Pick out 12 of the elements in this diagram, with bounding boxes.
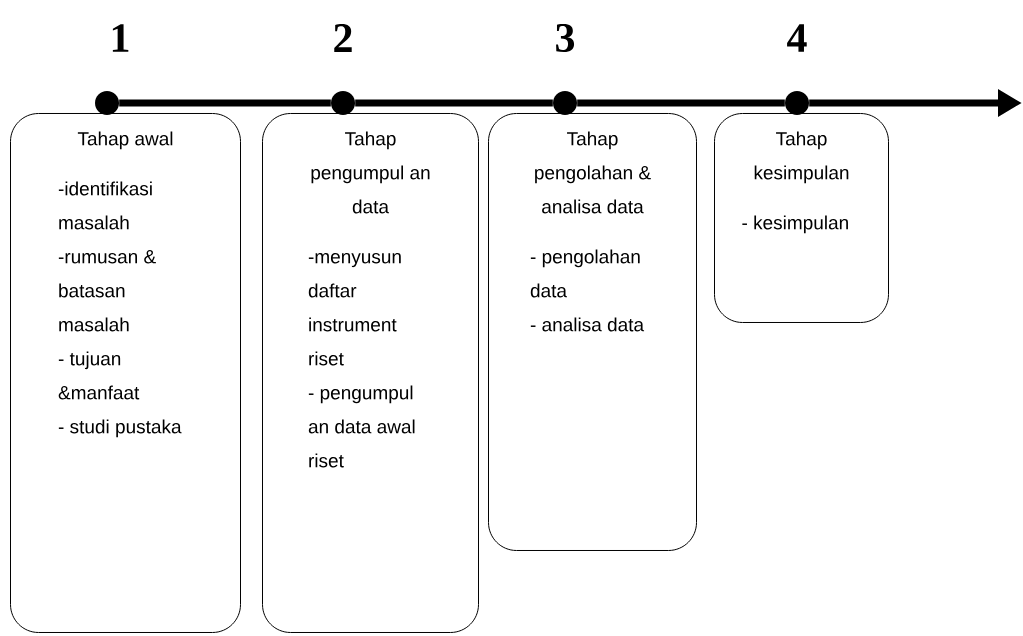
step-number: 3 [556, 23, 575, 53]
timeline-dot [785, 91, 809, 115]
stage-box: Tahap awal -identifikasi masalah -rumusan & batasan masalah - tujuan &manfaat - studi pustaka [10, 113, 241, 633]
stage-box: Tahap pengumpul an data -menyusun daftar instrument riset - pengumpul an data awal riset [262, 113, 479, 633]
stage-box: Tahap kesimpulan - kesimpulan [714, 113, 889, 323]
timeline-dot [553, 91, 577, 115]
timeline-dot [331, 91, 355, 115]
stage-box: Tahap pengolahan & analisa data - pengolahan data - analisa data [488, 113, 697, 551]
step-number: 2 [334, 24, 352, 52]
timeline-dot [95, 91, 119, 115]
step-number: 4 [787, 24, 807, 52]
step-number: 1 [112, 24, 129, 52]
